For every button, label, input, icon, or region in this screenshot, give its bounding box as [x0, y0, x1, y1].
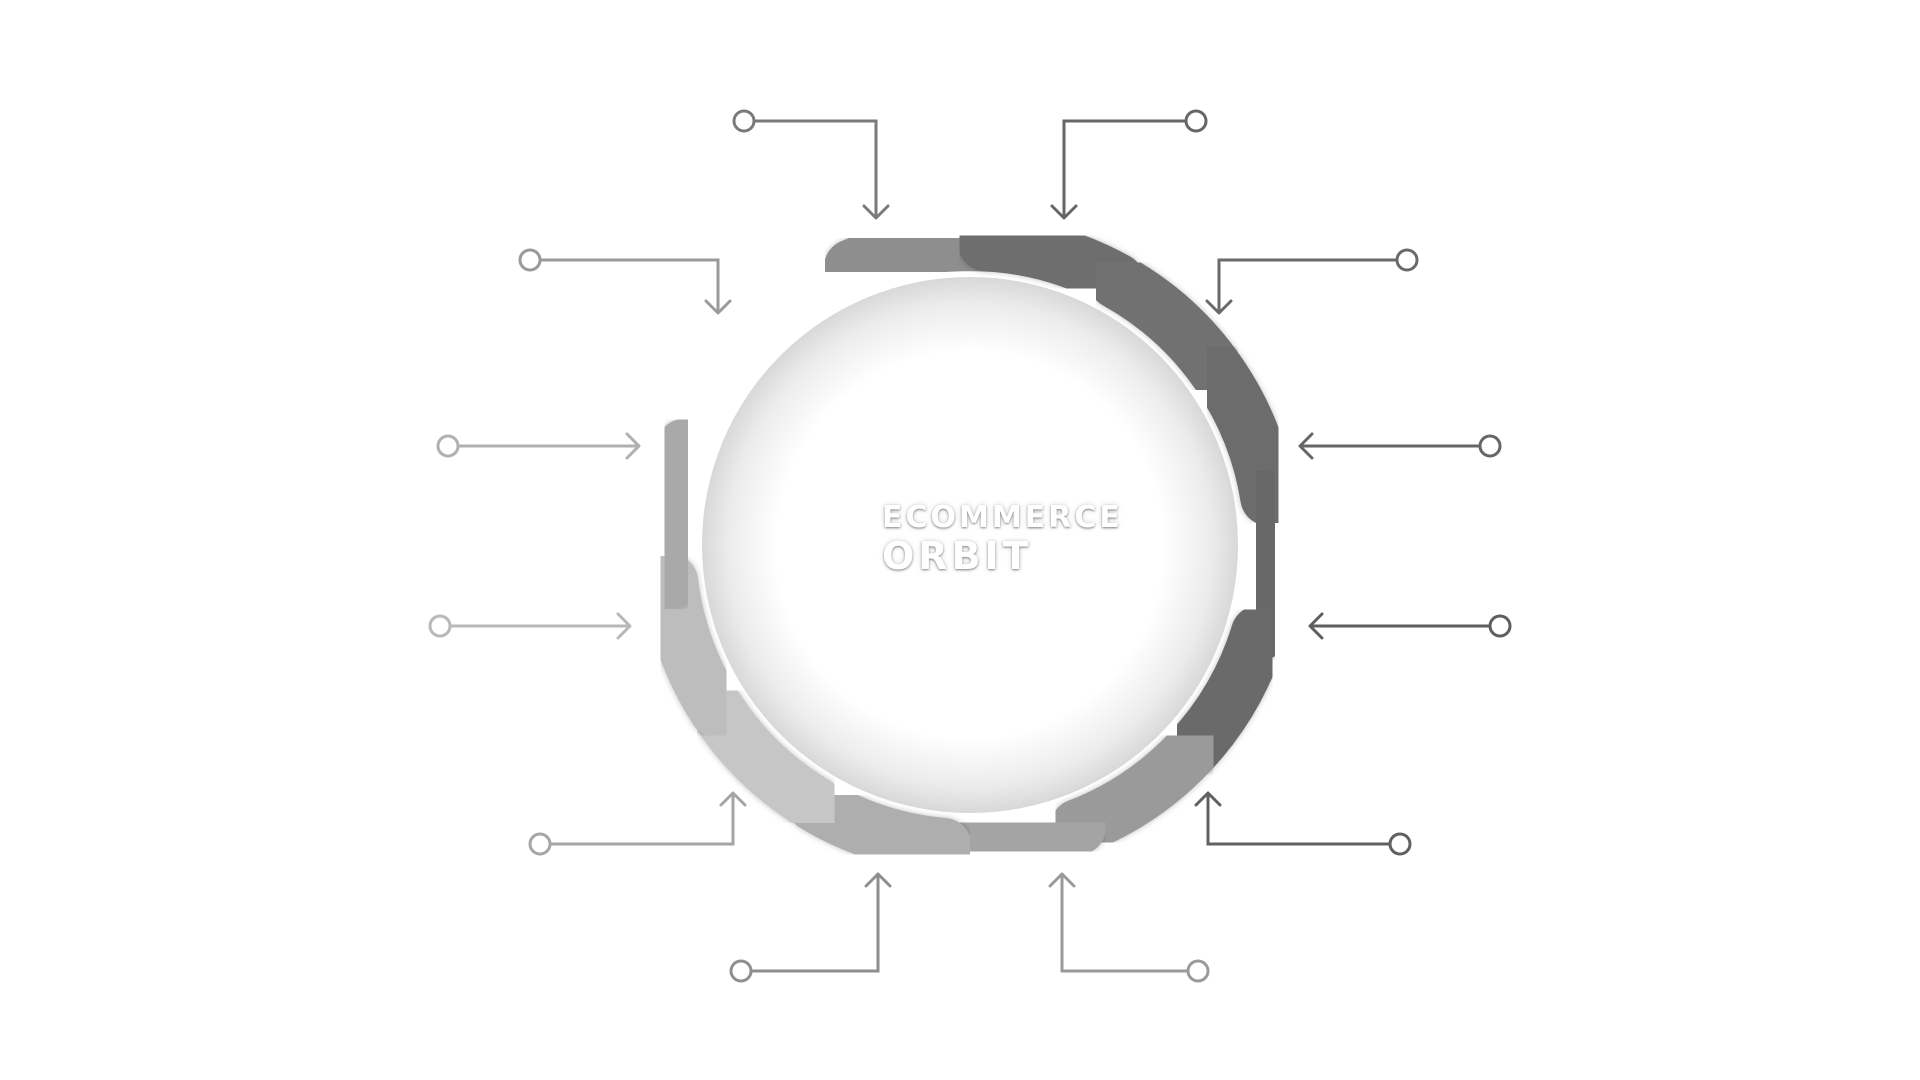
arrow-head-icon	[625, 432, 641, 460]
connector-line	[1206, 793, 1400, 846]
connector-line	[1217, 258, 1407, 313]
connector-upper-left	[518, 248, 732, 315]
arrow-head-icon	[1308, 612, 1324, 640]
connector-line	[540, 793, 735, 846]
connector-endpoint-icon	[1488, 614, 1512, 638]
connector-endpoint-icon	[518, 248, 542, 272]
title-line-2: ORBIT	[882, 534, 1033, 578]
connector-endpoint-icon	[732, 109, 756, 133]
segment-12	[640, 418, 713, 610]
connector-bottom-left	[729, 872, 892, 983]
connector-endpoint-icon	[1395, 248, 1419, 272]
connector-endpoint-icon	[1388, 832, 1412, 856]
center-title: ECOMMERCE ORBIT	[882, 500, 1123, 578]
arrow-head-icon	[1050, 204, 1078, 220]
connector-line	[741, 874, 880, 973]
connector-bottom-right	[1048, 872, 1210, 983]
arrow-head-icon	[1194, 791, 1222, 807]
connector-top-left	[732, 109, 890, 220]
connector-endpoint-icon	[1184, 109, 1208, 133]
connector-endpoint-icon	[528, 832, 552, 856]
connector-line	[1060, 874, 1198, 973]
arrow-head-icon	[862, 204, 890, 220]
connector-endpoint-icon	[1478, 434, 1502, 458]
arrow-head-icon	[1298, 432, 1314, 460]
arrow-head-icon	[719, 791, 747, 807]
arrow-head-icon	[704, 299, 732, 315]
connectors	[428, 109, 1512, 983]
connector-top-right	[1050, 109, 1208, 220]
connector-lower-left	[528, 791, 747, 856]
connector-endpoint-icon	[436, 434, 460, 458]
arrow-head-icon	[1048, 872, 1076, 888]
connector-mid-right-1	[1298, 432, 1502, 460]
connector-mid-left-1	[436, 432, 641, 460]
arrow-head-icon	[616, 612, 632, 640]
ring-segments	[640, 215, 1300, 875]
connector-endpoint-icon	[428, 614, 452, 638]
connector-endpoint-icon	[1186, 959, 1210, 983]
connector-upper-right	[1205, 248, 1419, 315]
connector-lower-right	[1194, 791, 1412, 856]
title-line-1: ECOMMERCE	[882, 500, 1123, 535]
connector-line	[1062, 119, 1196, 218]
connector-mid-right-2	[1308, 612, 1512, 640]
center-circle	[702, 277, 1238, 813]
connector-mid-left-2	[428, 612, 632, 640]
arrow-head-icon	[864, 872, 892, 888]
connector-line	[744, 119, 878, 218]
connector-endpoint-icon	[729, 959, 753, 983]
connector-line	[530, 258, 720, 313]
arrow-head-icon	[1205, 299, 1233, 315]
